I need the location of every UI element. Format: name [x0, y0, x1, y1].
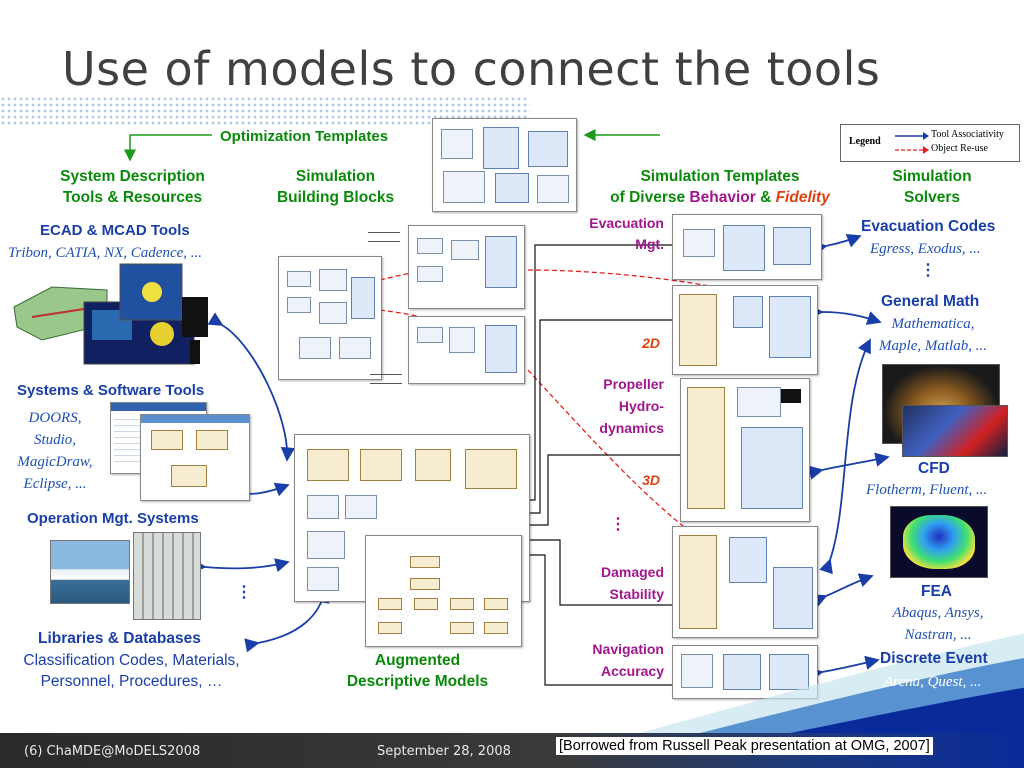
legend-item-object-reuse: Object Re-use	[931, 143, 988, 154]
fidelity-2d-label: 2D	[642, 335, 660, 351]
damaged-stability-template-diagram	[672, 526, 818, 638]
ecad-mcad-title: ECAD & MCAD Tools	[40, 222, 190, 239]
uml-tool-screenshot	[140, 414, 250, 501]
optimization-templates-label: Optimization Templates	[220, 128, 389, 145]
operation-ellipsis: ⋮	[236, 584, 252, 601]
cad-image-collage	[12, 262, 217, 367]
libraries-databases-title: Libraries & Databases	[38, 630, 201, 647]
simulation-templates-label: Simulation Templates of Diverse Behavior…	[610, 168, 830, 206]
templates-ellipsis: ⋮	[610, 516, 626, 533]
cfd-title: CFD	[918, 460, 950, 477]
control-panel-photo	[133, 532, 201, 620]
template-tree-connectors	[528, 244, 680, 686]
citation-text: [Borrowed from Russell Peak presentation…	[556, 737, 933, 755]
legend-title: Legend	[849, 136, 881, 147]
fidelity-3d-label: 3D	[642, 472, 660, 488]
ship-photo	[50, 540, 130, 604]
legend-symbols	[895, 132, 929, 154]
optimization-template-diagram	[432, 118, 577, 212]
fea-render-image	[890, 506, 988, 578]
libraries-databases-list: Classification Codes, Materials,Personne…	[23, 652, 240, 690]
cfd-solver-arrow	[808, 452, 890, 480]
optimization-arrow-left	[124, 134, 212, 162]
building-block-diagram-3	[408, 316, 525, 384]
discrete-solver-arrow	[808, 655, 880, 682]
cfd-render-image-2	[902, 405, 1008, 457]
augmented-model-subdiagram	[365, 535, 522, 647]
general-math-title: General Math	[881, 293, 980, 310]
ecad-mcad-list: Tribon, CATIA, NX, Cadence, ...	[8, 245, 203, 261]
math-to-fea-arrow	[819, 338, 871, 575]
cfd-list: Flotherm, Fluent, ...	[866, 482, 988, 498]
operation-association-arrow	[191, 558, 290, 574]
slide-title: Use of models to connect the tools	[62, 42, 881, 96]
discrete-event-title: Discrete Event	[880, 650, 988, 667]
fea-solver-arrow	[811, 573, 874, 608]
evacuation-codes-list: Egress, Exodus, ...	[870, 241, 981, 257]
fea-list: Abaqus, Ansys,Nastran, ...	[892, 605, 984, 643]
building-block-diagram-2	[408, 225, 525, 309]
block-port-1	[368, 232, 400, 242]
footer-swoosh-decoration	[640, 633, 1024, 733]
footer-slide-info: (6) ChaMDE@MoDELS2008	[24, 744, 201, 759]
footer-date: September 28, 2008	[377, 744, 511, 759]
fea-title: FEA	[921, 583, 952, 600]
discrete-event-list: Arena, Quest, ...	[884, 674, 982, 690]
evacuation-codes-title: Evacuation Codes	[861, 218, 996, 235]
propeller-template-diagram	[680, 378, 810, 522]
building-block-diagram-1	[278, 256, 382, 380]
evacuation-solver-arrow	[812, 233, 862, 256]
ecad-association-arrow	[207, 312, 296, 462]
systems-software-title: Systems & Software Tools	[17, 382, 205, 399]
legend-box: Legend Tool Associativity Object Re-use	[840, 124, 1020, 162]
evacuation-template-diagram	[672, 214, 822, 280]
legend-item-tool-associativity: Tool Associativity	[931, 129, 1004, 140]
math-solver-arrow	[809, 304, 882, 325]
general-math-list: Mathematica,Maple, Matlab, ...	[879, 316, 987, 354]
navigation-template-diagram	[672, 645, 818, 699]
solvers-ellipsis: ⋮	[920, 262, 936, 279]
operation-mgt-title: Operation Mgt. Systems	[27, 510, 199, 527]
systems-software-list: DOORS, Studio, MagicDraw, Eclipse, ...	[17, 410, 93, 492]
2d-template-diagram	[672, 285, 818, 375]
block-port-2	[370, 374, 402, 384]
